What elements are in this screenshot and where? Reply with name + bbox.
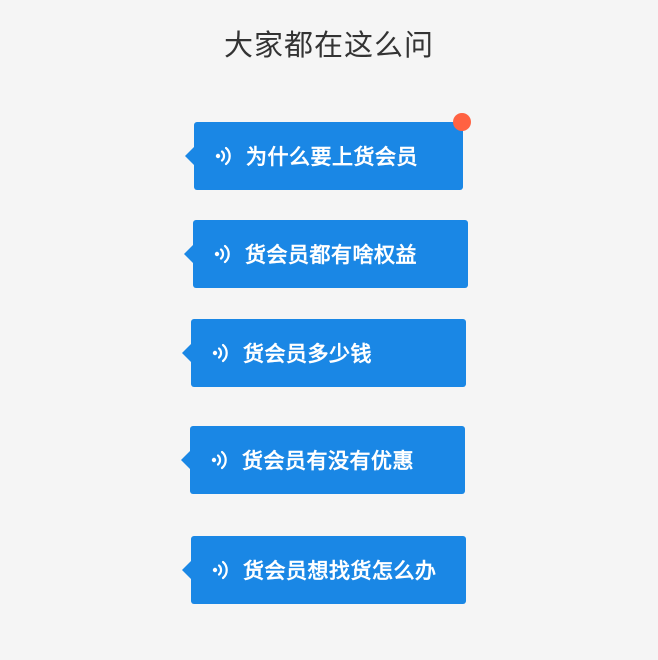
question-label: 货会员多少钱 [243,342,372,366]
question-bubble-price[interactable]: 货会员多少钱 [182,319,466,387]
question-bubble-find-goods[interactable]: 货会员想找货怎么办 [182,536,466,604]
voice-icon [211,450,227,470]
question-label: 货会员想找货怎么办 [243,559,437,583]
question-bubble-why-join[interactable]: 为什么要上货会员 [185,122,463,190]
voice-icon [212,343,228,363]
question-label: 货会员有没有优惠 [242,449,414,473]
question-bubble-discount[interactable]: 货会员有没有优惠 [181,426,465,494]
question-bubble-benefits[interactable]: 货会员都有啥权益 [184,220,468,288]
question-label: 货会员都有啥权益 [245,243,417,267]
notification-dot [453,113,471,131]
voice-icon [215,146,231,166]
voice-icon [212,560,228,580]
question-label: 为什么要上货会员 [246,145,418,169]
page-title: 大家都在这么问 [223,28,434,62]
voice-icon [214,244,230,264]
